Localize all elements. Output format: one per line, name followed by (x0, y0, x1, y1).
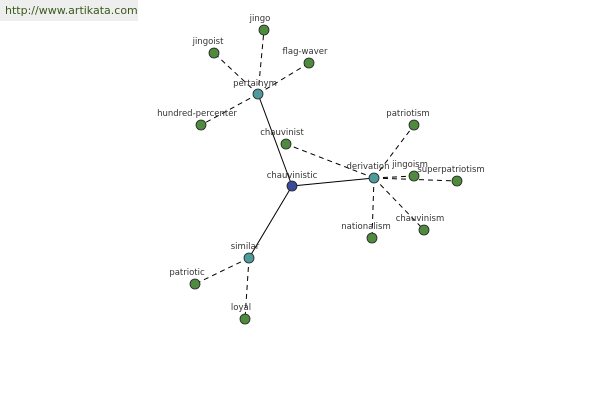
source-link[interactable]: http://www.artikata.com (0, 0, 138, 21)
edge-chauvinistic-pertainym (257, 93, 293, 187)
node-marker[interactable] (243, 252, 255, 264)
node-marker[interactable] (258, 24, 270, 36)
leaf-node-superpatriotism[interactable]: superpatriotism (417, 165, 485, 187)
edge-derivation-superpatriotism (373, 177, 458, 182)
node-label: superpatriotism (417, 165, 484, 175)
node-marker[interactable] (280, 138, 292, 150)
center-node-chauvinistic[interactable]: chauvinistic (267, 171, 318, 192)
node-marker[interactable] (239, 313, 251, 325)
edge-derivation-patriotism (373, 124, 415, 179)
node-label: chauvinism (396, 214, 445, 224)
leaf-node-jingoism[interactable]: jingoism (391, 160, 428, 182)
node-label: jingoist (192, 37, 224, 47)
node-marker[interactable] (408, 119, 420, 131)
leaf-node-patriotic[interactable]: patriotic (169, 268, 205, 290)
node-marker[interactable] (252, 88, 264, 100)
node-label: jingoism (391, 160, 428, 170)
leaf-node-chauvinist[interactable]: chauvinist (260, 128, 304, 150)
node-label: nationalism (341, 222, 391, 232)
leaf-node-loyal[interactable]: loyal (231, 303, 251, 325)
edge-chauvinistic-derivation (291, 177, 375, 187)
edge-similar-loyal (244, 257, 250, 320)
edge-derivation-chauvinism (373, 177, 425, 231)
edge-derivation-jingoism (373, 175, 415, 179)
edge-derivation-nationalism (371, 177, 375, 239)
node-marker[interactable] (368, 172, 380, 184)
node-label: hundred-percenter (157, 109, 237, 119)
leaf-node-hundred-percenter[interactable]: hundred-percenter (157, 109, 237, 131)
leaf-node-chauvinism[interactable]: chauvinism (396, 214, 445, 236)
relation-node-similar[interactable]: similar (231, 242, 260, 264)
edge-similar-patriotic (194, 257, 250, 285)
node-marker[interactable] (451, 175, 463, 187)
node-marker[interactable] (286, 180, 298, 192)
graph-nodes: jingo jingoist flag-waver hundred-percenter… (157, 14, 485, 325)
node-marker[interactable] (195, 119, 207, 131)
leaf-node-flag-waver[interactable]: flag-waver (283, 47, 328, 69)
node-marker[interactable] (208, 47, 220, 59)
node-label: loyal (231, 303, 251, 313)
relation-node-derivation[interactable]: derivation (346, 162, 390, 184)
node-label: flag-waver (283, 47, 328, 57)
graph-edges (194, 29, 458, 320)
edge-pertainym-jingo (257, 29, 265, 95)
edge-pertainym-hundred-percenter (200, 93, 259, 126)
leaf-node-jingoist[interactable]: jingoist (192, 37, 224, 59)
leaf-node-patriotism[interactable]: patriotism (386, 109, 430, 131)
node-marker[interactable] (303, 57, 315, 69)
relation-node-pertainym[interactable]: pertainym (233, 79, 277, 100)
node-label: patriotic (169, 268, 205, 278)
node-marker[interactable] (418, 224, 430, 236)
leaf-node-jingo[interactable]: jingo (249, 14, 271, 36)
edge-pertainym-flag-waver (257, 62, 310, 95)
node-label: jingo (249, 14, 271, 24)
node-label: similar (231, 242, 260, 252)
node-label: pertainym (233, 79, 277, 89)
node-label: chauvinist (260, 128, 304, 138)
node-marker[interactable] (189, 278, 201, 290)
edge-derivation-chauvinist (285, 143, 375, 179)
node-label: chauvinistic (267, 171, 318, 181)
leaf-node-nationalism[interactable]: nationalism (341, 222, 391, 244)
node-marker[interactable] (366, 232, 378, 244)
node-marker[interactable] (408, 170, 420, 182)
edge-chauvinistic-similar (248, 185, 293, 259)
node-label: derivation (346, 162, 389, 172)
edge-pertainym-jingoist (213, 52, 259, 95)
node-label: patriotism (386, 109, 429, 119)
